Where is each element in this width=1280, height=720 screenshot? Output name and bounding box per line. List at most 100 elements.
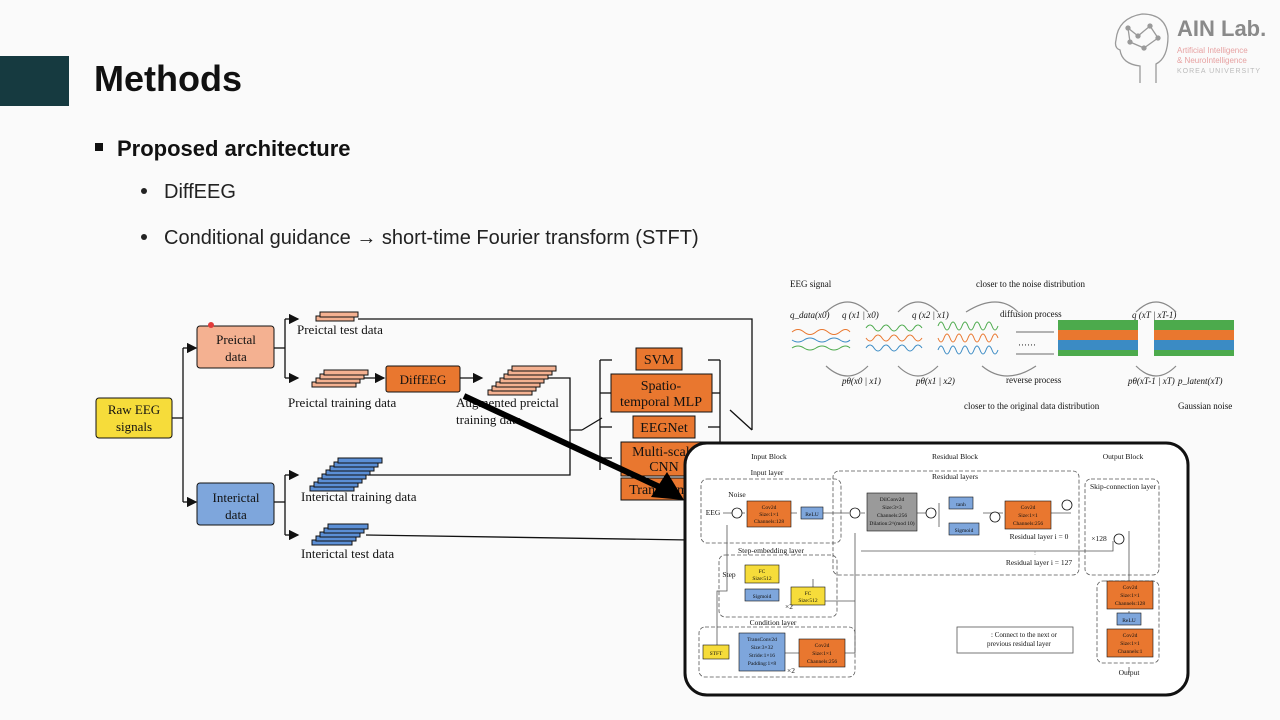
dilconv-line: DilConv2d xyxy=(880,497,905,503)
preictal-training-label: Preictal training data xyxy=(288,395,397,410)
input-layer-label: Input layer xyxy=(751,468,784,477)
interictal-test-label: Interictal test data xyxy=(301,546,394,561)
fc1-line: Size:512 xyxy=(752,576,771,582)
ain-lab-logo xyxy=(1114,13,1169,83)
title-accent-bar xyxy=(0,56,69,106)
logo-subtitle-3: KOREA UNIVERSITY xyxy=(1177,68,1262,75)
out-conv2-line: Cov2d xyxy=(1123,633,1138,639)
qT-label: q (xT | xT-1) xyxy=(1132,310,1176,320)
fc2-line: FC xyxy=(805,591,812,597)
out-conv2-line: Size:1×1 xyxy=(1120,641,1140,647)
conv-res-line: Size:1×1 xyxy=(1018,513,1038,519)
bullet-item-text: Conditional guidance → short-time Fourie… xyxy=(164,227,699,249)
preictal-box xyxy=(196,325,275,369)
dilconv-line: Size:3×3 xyxy=(882,505,902,511)
step-layer-label: Step-embedding layer xyxy=(738,546,805,555)
dilconv-line: Dilation:2^(mod 10) xyxy=(869,520,914,527)
eegnet-label: EEGNet xyxy=(640,421,688,436)
conv-cond-block xyxy=(798,638,846,668)
skip-layer-label: Skip-connection layer xyxy=(1090,482,1157,491)
interictal-box xyxy=(196,482,275,526)
residual-block-label: Residual Block xyxy=(932,452,978,461)
transconv-line: Size:3×32 xyxy=(751,645,774,651)
cnn-label-2: CNN xyxy=(649,460,679,475)
reverse-process-label: reverse process xyxy=(1006,375,1062,385)
bullet-item-diffeeg: DiffEEG xyxy=(141,181,236,204)
step-label: Step xyxy=(722,570,736,579)
tanh-block xyxy=(948,496,974,510)
legend-line-1: : Connect to the next or xyxy=(991,631,1058,639)
mlp-label-2: temporal MLP xyxy=(620,395,702,410)
diffusion-process-label: diffusion process xyxy=(1000,309,1062,319)
input-block-label: Input Block xyxy=(751,452,787,461)
x128-label: ×128 xyxy=(1091,534,1107,543)
out-conv1-block xyxy=(1106,580,1154,610)
eegnet-box xyxy=(632,415,696,439)
bullet-level1-text: Proposed architecture xyxy=(117,136,351,161)
residual-layers-label: Residual layers xyxy=(932,472,978,481)
logo-subtitle-2: & NeuroIntelligence xyxy=(1177,56,1247,65)
dilconv-block xyxy=(866,492,918,532)
transconv-line: Stride:1×16 xyxy=(749,653,775,659)
fc2-line: Size:512 xyxy=(798,598,817,604)
gaussian-label: Gaussian noise xyxy=(1178,401,1232,411)
conv-cond-line: Cov2d xyxy=(815,643,830,649)
conv-res-block xyxy=(1004,500,1052,530)
q-data-label: q_data(x0) xyxy=(790,310,830,320)
res-layer-i-label: Residual layer i = 0 xyxy=(1010,532,1069,541)
network-panel: Input Block Residual Block Output Block … xyxy=(683,441,1190,697)
pointer-arrow xyxy=(462,393,668,493)
diffusion-figure: EEG signal q_data(x0) q (x1 | x0) q (x2 … xyxy=(790,279,1234,411)
conv-in-line: Cov2d xyxy=(762,505,777,511)
stft-text: STFT xyxy=(710,651,723,657)
svm-label: SVM xyxy=(644,353,675,368)
dot-bullet-icon xyxy=(141,233,147,240)
conv-cond-line: Size:1×1 xyxy=(812,651,832,657)
q1-label: q (x1 | x0) xyxy=(842,310,879,320)
interictal-label-2: data xyxy=(225,507,247,522)
relu-block xyxy=(800,506,824,520)
bullet-item-text: DiffEEG xyxy=(164,181,236,203)
x2-step-label: ×2 xyxy=(785,602,793,611)
logo-subtitle-1: Artificial Intelligence xyxy=(1177,46,1248,55)
interictal-label-1: Interictal xyxy=(213,490,260,505)
stft-block xyxy=(702,644,730,660)
cnn-label-1: Multi-scale xyxy=(632,445,696,460)
conv-in-line: Channels:128 xyxy=(754,519,784,525)
mlp-label-1: Spatio- xyxy=(641,379,682,394)
out-conv2-block xyxy=(1106,628,1154,658)
transconv-block xyxy=(738,632,786,672)
slide-title: Methods xyxy=(94,58,242,99)
relu-text: ReLU xyxy=(805,512,818,518)
dot-bullet-icon xyxy=(141,187,147,194)
eeg-input-label: EEG xyxy=(706,508,721,517)
conv-cond-line: Channels:256 xyxy=(807,659,837,665)
transconv-line: TransConv2d xyxy=(747,637,777,643)
preictal-test-label: Preictal test data xyxy=(297,322,383,337)
raw-eeg-box xyxy=(95,397,173,439)
fc2-block xyxy=(790,586,826,606)
raw-label-1: Raw EEG xyxy=(108,402,160,417)
output-block-label: Output Block xyxy=(1103,452,1144,461)
diffeeg-label: DiffEEG xyxy=(400,372,447,387)
condition-layer-label: Condition layer xyxy=(750,618,797,627)
svm-box xyxy=(635,347,683,371)
pointer-arrowhead-icon xyxy=(651,472,684,500)
preictal-label-2: data xyxy=(225,349,247,364)
fc1-block xyxy=(744,564,780,584)
closer-orig-label: closer to the original data distribution xyxy=(964,401,1100,411)
square-bullet-icon xyxy=(95,143,103,152)
res-layer-last-label: Residual layer i = 127 xyxy=(1006,558,1073,567)
tanh-text: tanh xyxy=(956,502,966,508)
conv-in-line: Size:1×1 xyxy=(759,512,779,518)
p-latent-label: p_latent(xT) xyxy=(1177,376,1223,386)
vertical-dots-text: ⋮ xyxy=(1032,551,1038,557)
out-conv1-line: Cov2d xyxy=(1123,585,1138,591)
out-conv1-line: Channels:128 xyxy=(1115,601,1145,607)
q2-label: q (x2 | x1) xyxy=(912,310,949,320)
sigmoid2-block xyxy=(744,588,780,602)
dots-label: ······ xyxy=(1018,340,1036,350)
preictal-label-1: Preictal xyxy=(216,332,256,347)
conv-in-block xyxy=(746,500,792,528)
sigmoid-text: Sigmoid xyxy=(955,528,974,534)
